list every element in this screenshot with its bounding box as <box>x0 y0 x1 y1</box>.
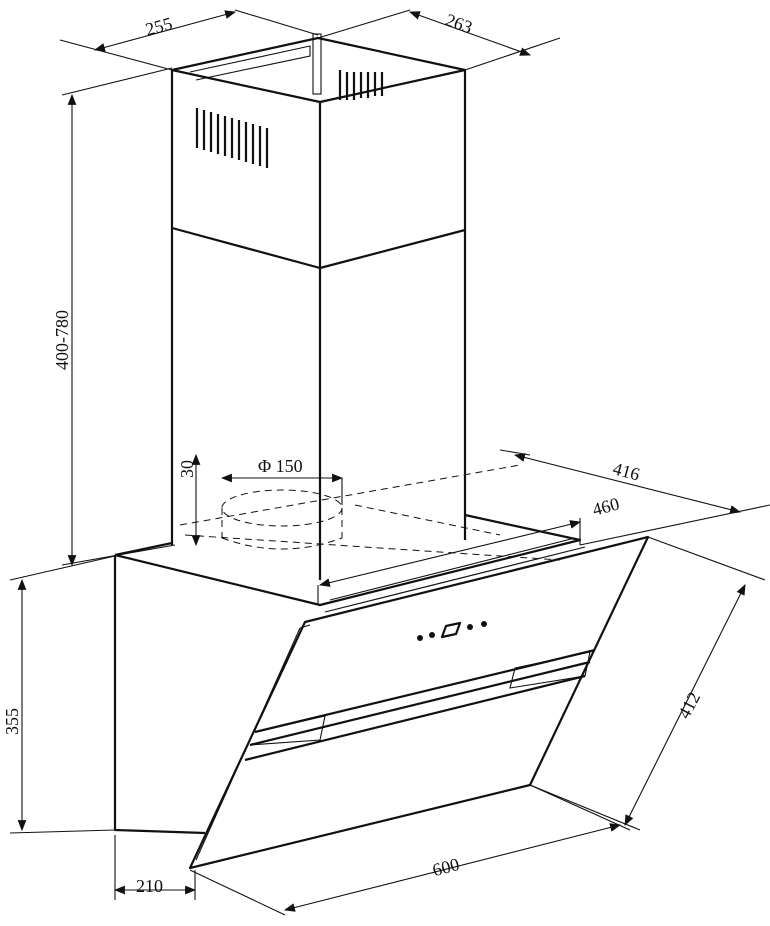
chimney <box>170 33 467 580</box>
dim-body-height: 355 <box>2 708 22 735</box>
dim-base-depth: 210 <box>136 876 163 896</box>
dim-chimney-height: 400-780 <box>52 310 72 370</box>
air-outlet <box>179 464 561 561</box>
dim-outlet-offset: 30 <box>177 460 197 478</box>
hood-body <box>113 513 586 835</box>
vent-slots-right <box>338 70 384 100</box>
vent-slots-left <box>195 108 269 168</box>
glass-panel <box>188 535 650 870</box>
dim-body-width-top: 460 <box>590 493 621 519</box>
dim-glass-height: 412 <box>674 689 704 722</box>
control-buttons <box>417 621 487 641</box>
dimension-lines <box>9 9 770 916</box>
dim-chimney-depth: 255 <box>143 13 174 39</box>
dim-glass-width: 600 <box>430 854 461 880</box>
dim-outlet-diameter: Φ 150 <box>258 456 303 476</box>
